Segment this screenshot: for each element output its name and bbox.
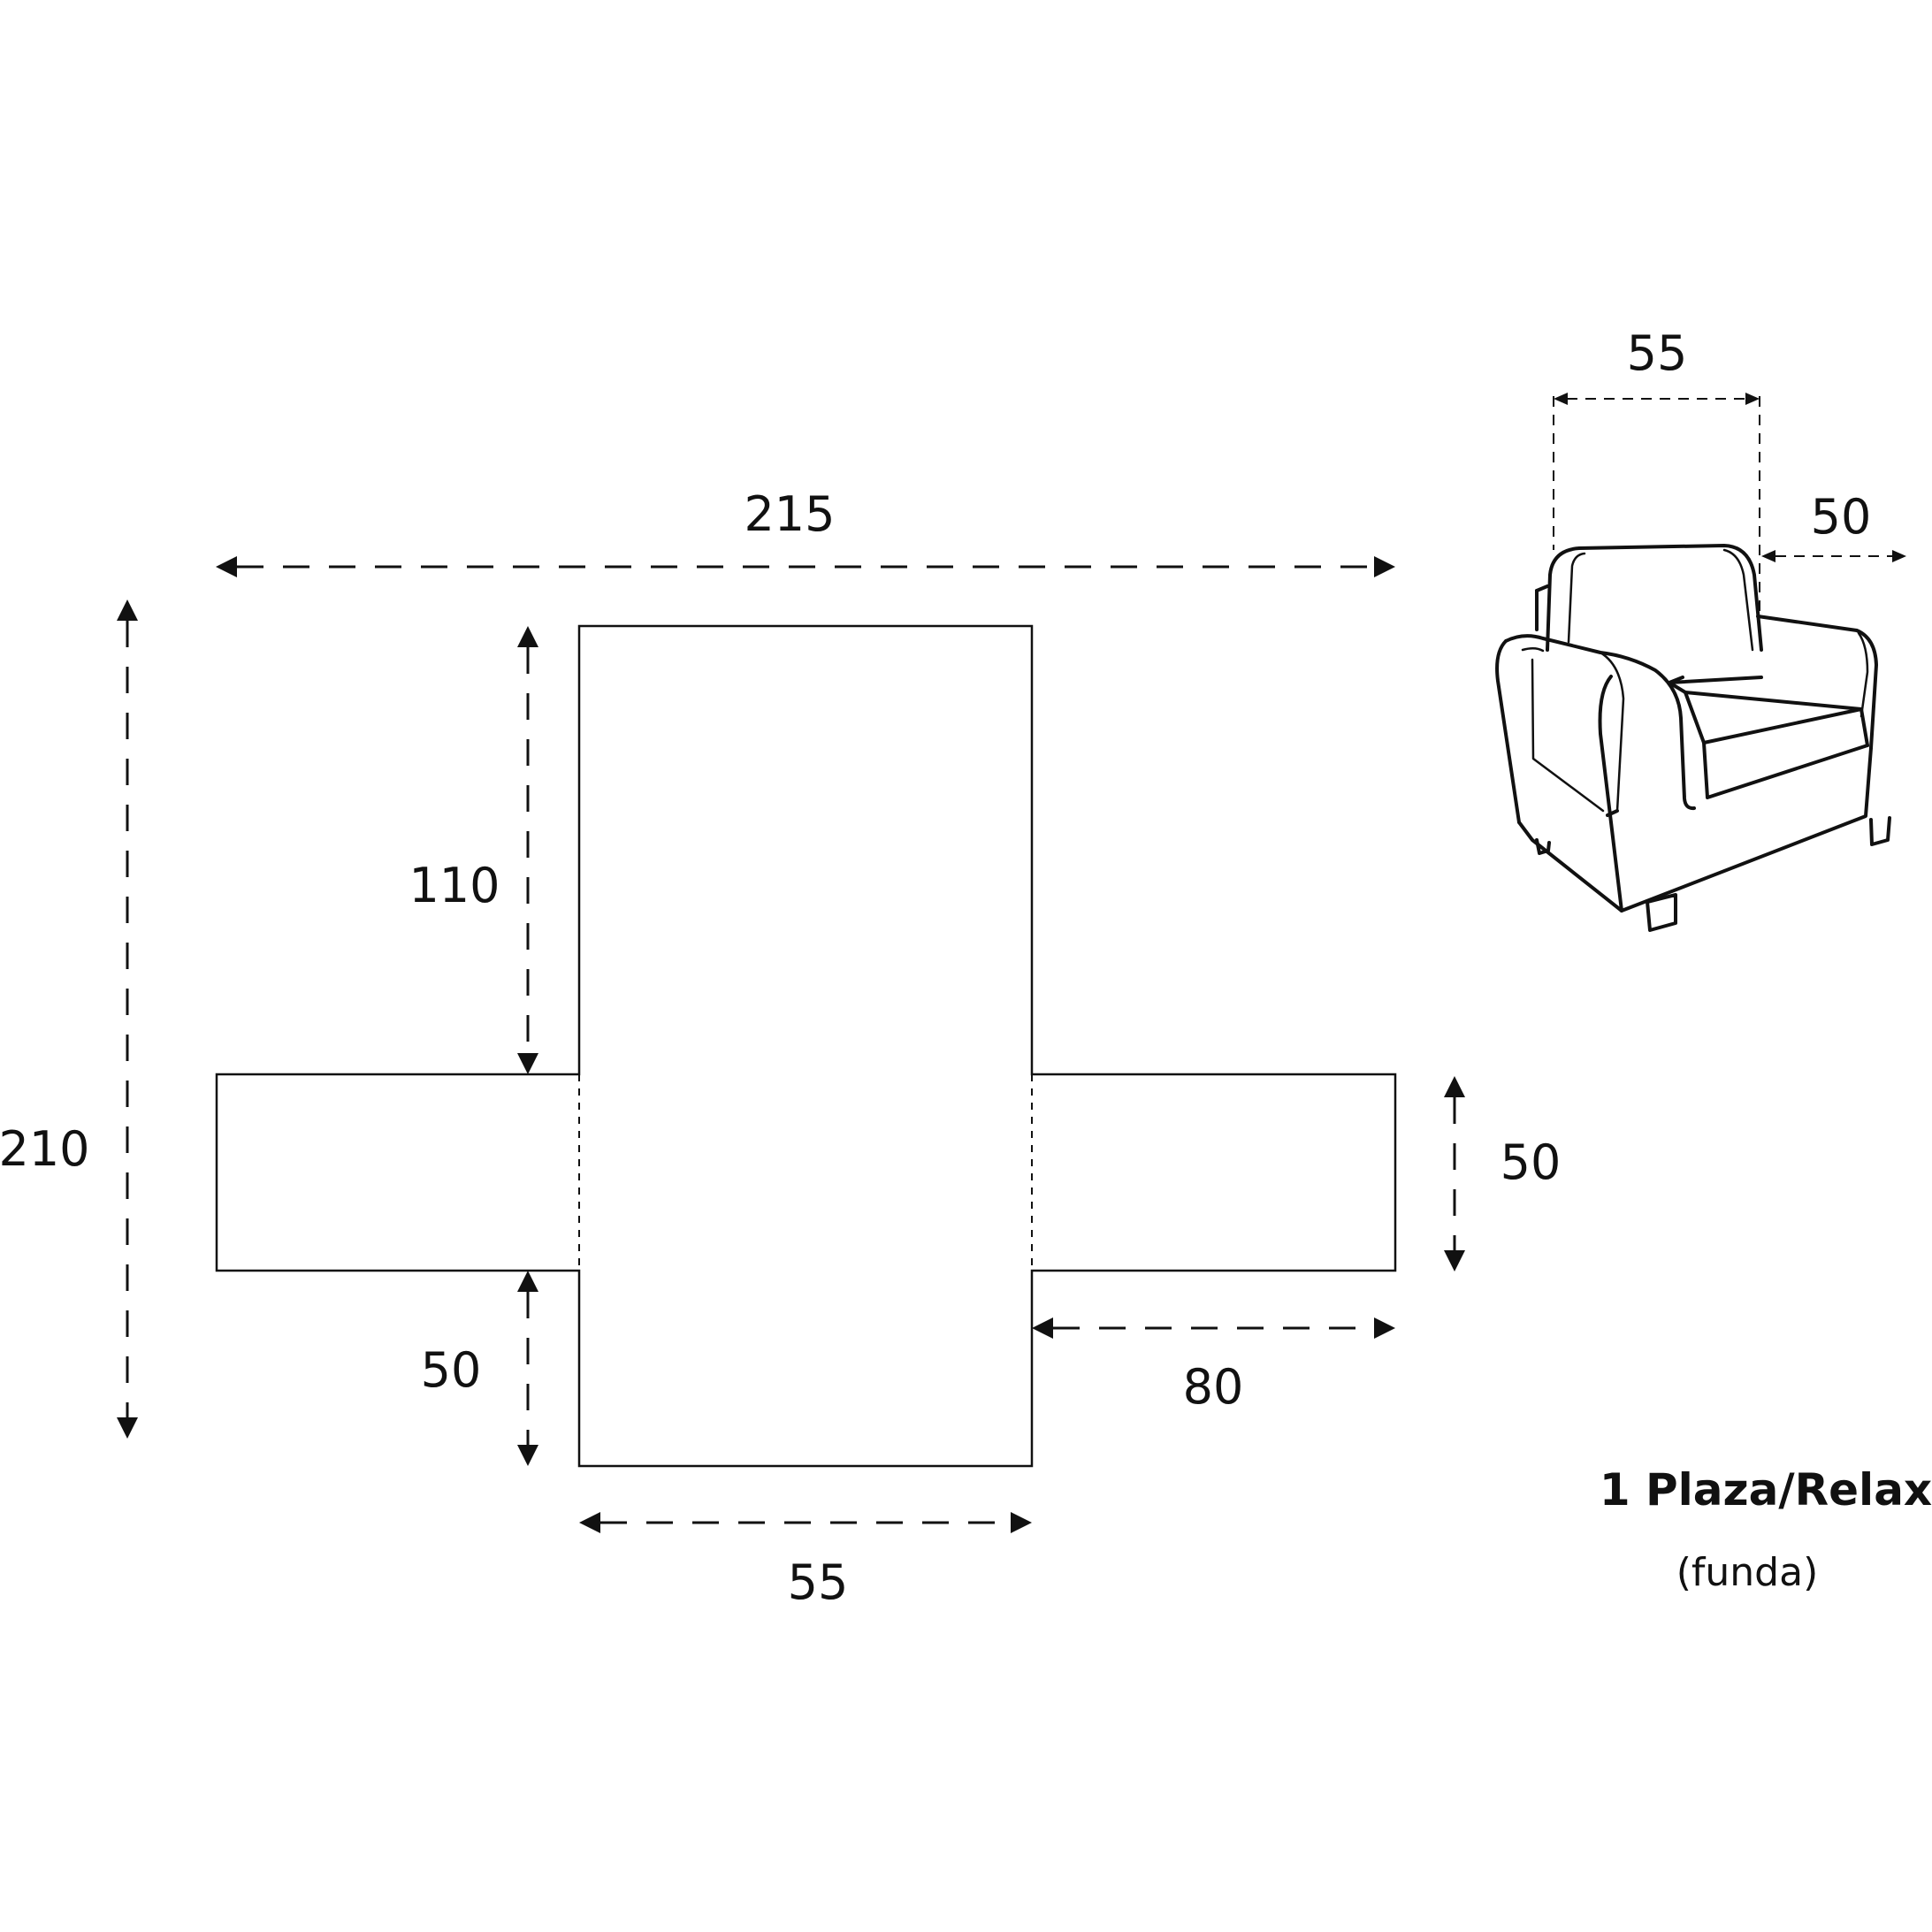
- label-chair-seat-width: 55: [1627, 325, 1688, 381]
- arrow-up: [517, 1271, 538, 1292]
- label-total-width: 215: [744, 486, 835, 542]
- chair-left-arm: [1504, 634, 1696, 811]
- arrow-left: [579, 1512, 600, 1533]
- chair-seat: [1668, 676, 1863, 711]
- arrow-left: [1554, 393, 1568, 405]
- arrow-down: [517, 1053, 538, 1074]
- arrow-down: [517, 1445, 538, 1466]
- label-chair-arm-width: 50: [1811, 489, 1872, 545]
- pattern-outline: [215, 624, 1397, 1468]
- arrow-right: [1374, 1317, 1395, 1339]
- label-seat-front: 50: [421, 1342, 482, 1398]
- label-back-height: 110: [409, 858, 500, 913]
- arrow-right: [1011, 1512, 1032, 1533]
- chair-right-arm: [1756, 615, 1878, 750]
- arrow-up: [117, 599, 138, 621]
- label-arm-width: 50: [1501, 1134, 1562, 1190]
- arrow-right: [1892, 550, 1906, 562]
- arrow-down: [117, 1417, 138, 1439]
- label-total-height: 210: [0, 1121, 90, 1177]
- arrow-down: [1444, 1250, 1465, 1271]
- arrow-left: [1032, 1317, 1053, 1339]
- arrow-up: [1444, 1076, 1465, 1097]
- arrow-up: [517, 626, 538, 647]
- chair-leg-left: [1535, 838, 1551, 855]
- label-arm-length: 80: [1183, 1359, 1244, 1415]
- chair-leg-front: [1646, 893, 1677, 932]
- chair-leg-right: [1869, 816, 1891, 846]
- caption-title: 1 Plaza/Relax: [1600, 1464, 1932, 1516]
- label-seat-width: 55: [788, 1554, 849, 1610]
- arrow-left: [1761, 550, 1775, 562]
- arrow-left: [216, 556, 237, 577]
- arrow-right: [1374, 556, 1395, 577]
- arrow-right: [1745, 393, 1760, 405]
- caption-subtitle: (funda): [1676, 1550, 1819, 1595]
- chair-back: [1546, 544, 1763, 652]
- armchair-illustration: [1495, 544, 1891, 932]
